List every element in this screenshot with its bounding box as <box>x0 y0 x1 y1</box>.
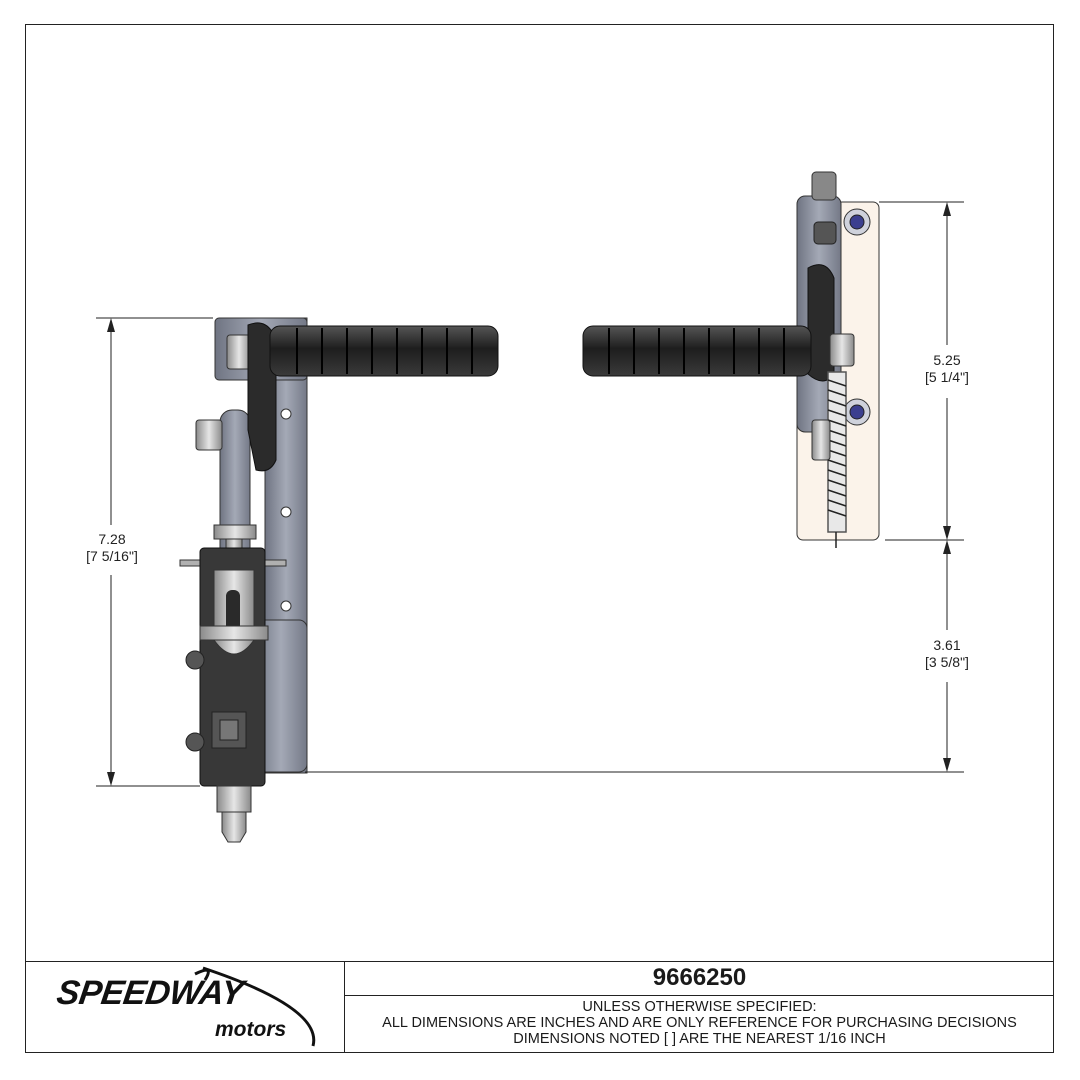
an-fitting-nose <box>221 811 247 843</box>
grip-handle <box>582 325 812 377</box>
dimension-decimal: 7.28 <box>98 531 126 547</box>
pin <box>261 559 287 567</box>
dimension-fraction: [3 5/8"] <box>925 654 969 670</box>
dimension-overall <box>96 317 213 787</box>
nut <box>829 333 855 367</box>
dimension-fraction: [5 1/4"] <box>925 369 969 385</box>
nut <box>226 334 252 370</box>
dimension-right <box>305 201 964 773</box>
bolt <box>813 221 837 245</box>
bolt-head <box>185 732 205 752</box>
return-spring <box>827 371 847 548</box>
note-line: UNLESS OTHERWISE SPECIFIED: <box>582 999 817 1015</box>
dimension-fraction: [7 5/16"] <box>86 548 138 564</box>
drawing-border <box>25 24 1054 1053</box>
dimension-decimal: 5.25 <box>933 352 961 368</box>
side-view <box>582 171 880 548</box>
cam-lever <box>247 322 277 472</box>
dimension-label-overall: 7.28 [7 5/16"] <box>74 531 150 565</box>
dimension-label-upper: 5.25 [5 1/4"] <box>910 352 984 386</box>
clevis-pin <box>199 625 269 641</box>
bracket-hole <box>280 506 292 518</box>
stop-bolt <box>811 419 831 461</box>
grip-handle <box>269 325 499 377</box>
logo-brand: SPEEDWAY <box>54 974 246 1012</box>
nut <box>195 419 223 451</box>
part-number: 9666250 <box>345 962 1054 996</box>
logo-swoosh <box>194 966 316 1047</box>
dimension-label-lower: 3.61 [3 5/8"] <box>910 637 984 671</box>
bracket-hole <box>280 408 292 420</box>
drawing-notes: UNLESS OTHERWISE SPECIFIED: ALL DIMENSIO… <box>345 996 1054 1053</box>
front-view <box>179 317 499 843</box>
note-line: DIMENSIONS NOTED [ ] ARE THE NEAREST 1/1… <box>513 1031 886 1047</box>
top-fitting <box>811 171 837 201</box>
bracket-hole <box>280 600 292 612</box>
logo-cell: SPEEDWAY motors <box>25 962 345 1053</box>
note-line: ALL DIMENSIONS ARE INCHES AND ARE ONLY R… <box>382 1015 1017 1031</box>
dimension-decimal: 3.61 <box>933 637 961 653</box>
title-block: SPEEDWAY motors 9666250 UNLESS OTHERWISE… <box>25 961 1054 1053</box>
an-fitting <box>216 785 252 813</box>
bolt-head <box>185 650 205 670</box>
logo-sub: motors <box>215 1018 287 1041</box>
jam-nut <box>213 524 257 540</box>
